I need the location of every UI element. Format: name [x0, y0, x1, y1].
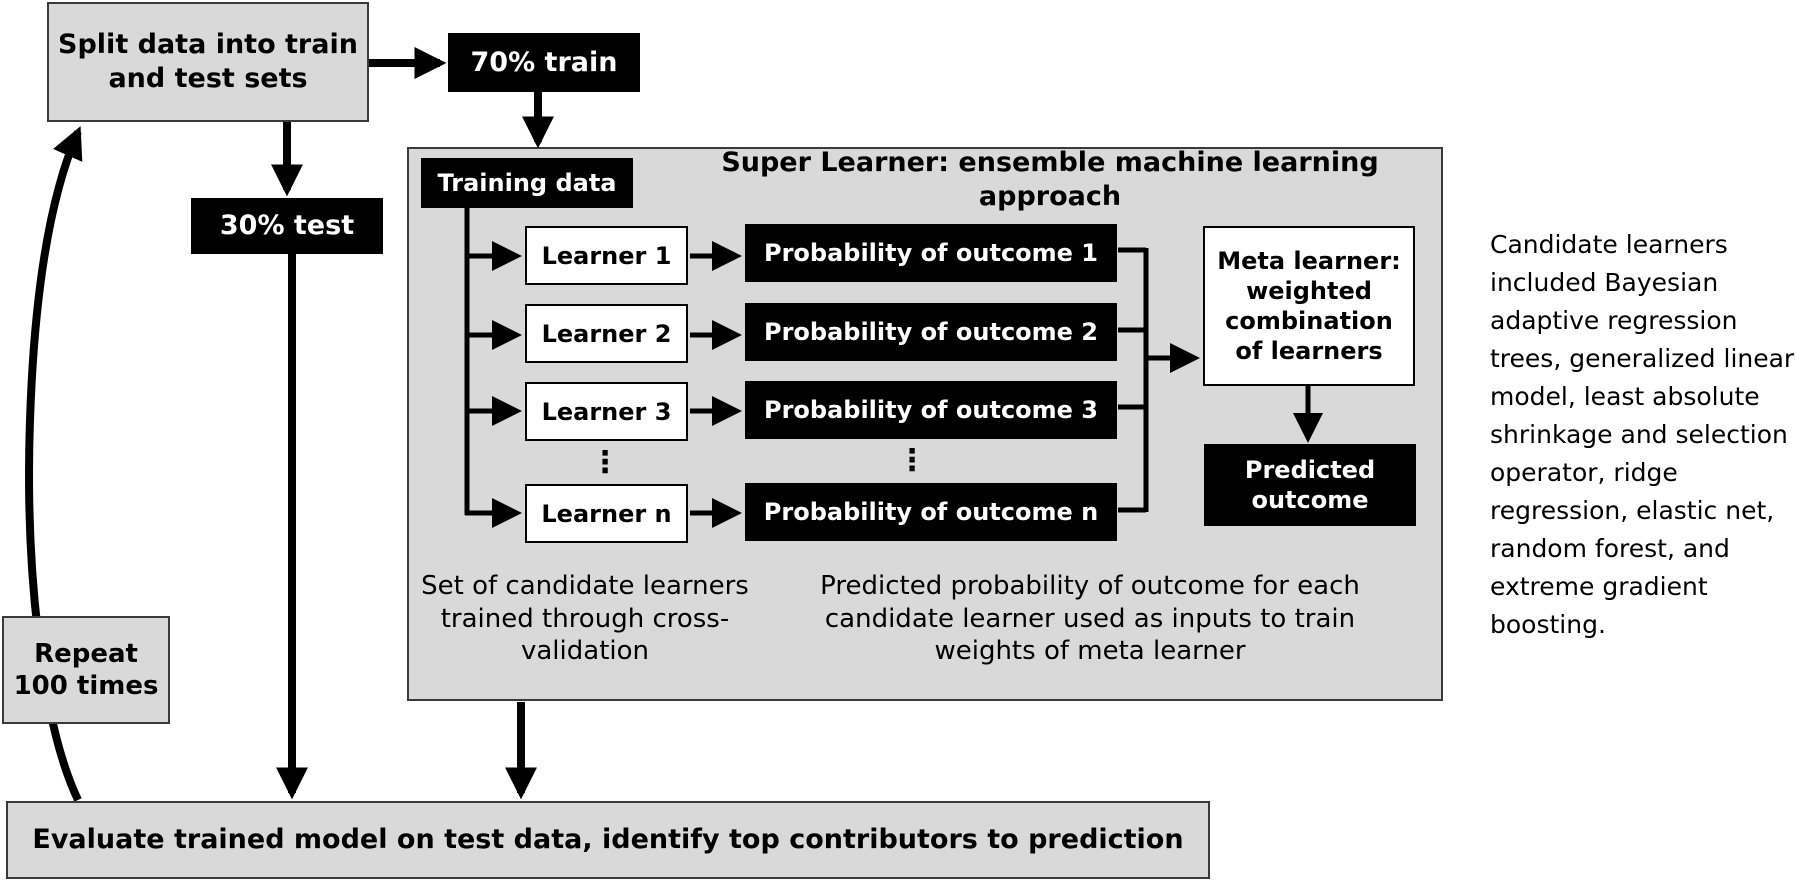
training-data-label: Training data	[437, 169, 617, 197]
caption-predicted-probability: Predicted probability of outcome for eac…	[820, 571, 1360, 666]
repeat-box: Repeat 100 times	[2, 616, 170, 724]
learner-label: Learner n	[541, 499, 672, 528]
learner-box-n: Learner n	[525, 484, 688, 543]
learner-label: Learner 3	[541, 397, 672, 426]
learner-label: Learner 2	[541, 319, 672, 348]
learner-label: Learner 1	[541, 241, 672, 270]
probability-label: Probability of outcome 3	[763, 396, 1098, 424]
test-30-box: 30% test	[191, 198, 383, 254]
evaluate-box: Evaluate trained model on test data, ide…	[6, 801, 1210, 879]
meta-learner-box: Meta learner: weighted combination of le…	[1203, 226, 1415, 386]
evaluate-label: Evaluate trained model on test data, ide…	[32, 824, 1184, 856]
split-data-box: Split data into train and test sets	[47, 2, 369, 122]
split-data-label: Split data into train and test sets	[58, 29, 358, 94]
probability-box-2: Probability of outcome 2	[745, 303, 1117, 361]
probability-ellipsis: ⋮	[897, 443, 927, 479]
repeat-label: Repeat 100 times	[13, 638, 159, 702]
predicted-outcome-label: Predicted outcome	[1244, 456, 1376, 514]
probability-label: Probability of outcome n	[763, 498, 1099, 526]
probability-box-n: Probability of outcome n	[745, 483, 1117, 541]
learner-box-1: Learner 1	[525, 226, 688, 285]
probability-box-3: Probability of outcome 3	[745, 381, 1117, 439]
learner-box-3: Learner 3	[525, 382, 688, 441]
predicted-outcome-box: Predicted outcome	[1204, 444, 1416, 526]
training-data-box: Training data	[421, 158, 633, 208]
meta-learner-label: Meta learner: weighted combination of le…	[1217, 247, 1401, 365]
caption-candidate-learners: Set of candidate learners trained throug…	[421, 571, 749, 666]
learner-ellipsis: ⋮	[590, 445, 620, 481]
super-learner-title: Super Learner: ensemble machine learning…	[721, 147, 1379, 212]
test-30-label: 30% test	[219, 210, 355, 242]
probability-box-1: Probability of outcome 1	[745, 224, 1117, 282]
side-note-candidate-learners: Candidate learners included Bayesian ada…	[1490, 230, 1795, 639]
train-70-box: 70% train	[448, 33, 640, 92]
probability-label: Probability of outcome 2	[763, 318, 1098, 346]
train-70-label: 70% train	[470, 46, 618, 78]
probability-label: Probability of outcome 1	[763, 239, 1098, 267]
learner-box-2: Learner 2	[525, 304, 688, 363]
